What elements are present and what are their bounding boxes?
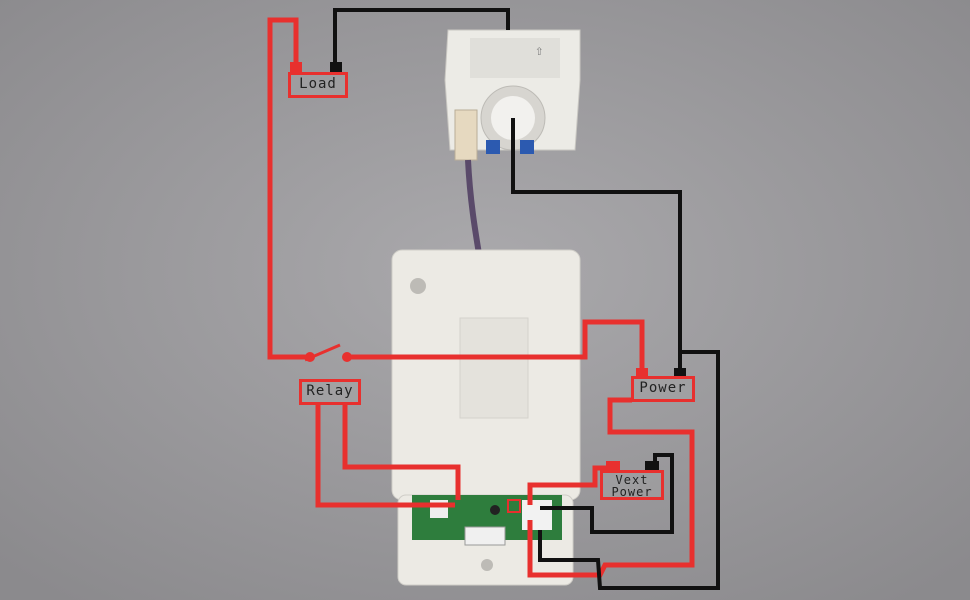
wire-switch-to-power <box>347 319 645 375</box>
neutral-wires <box>333 8 720 590</box>
wire-vext-to-board-n <box>540 453 674 534</box>
arrow-up-icon: ⇧ <box>535 43 543 59</box>
wire-relay-a <box>315 405 455 508</box>
vext-label-line1: Vext <box>615 473 649 487</box>
load-label: Load <box>288 72 348 98</box>
wire-load-to-switch <box>267 17 310 360</box>
vext-terminal <box>606 461 620 471</box>
relay-label: Relay <box>299 379 361 405</box>
power-terminal <box>674 368 686 378</box>
live-wires <box>267 17 695 578</box>
jumper-marker <box>507 499 521 513</box>
wire-relay-b <box>342 405 461 500</box>
power-terminal <box>636 368 648 378</box>
load-terminal <box>330 62 342 72</box>
switch-contact <box>305 352 315 362</box>
wire-sensor-to-power <box>511 118 682 375</box>
current-sensor: ⇧ <box>444 29 581 161</box>
vext-power-label: Vext Power <box>600 470 664 500</box>
wire-vext-to-board <box>527 465 610 505</box>
wire-load-to-sensor <box>333 8 510 70</box>
wire-power-to-board <box>527 397 695 578</box>
load-terminal <box>290 62 302 72</box>
vext-label-line2: Power <box>611 485 653 499</box>
wire-power-to-board-n <box>538 350 720 590</box>
vext-terminal <box>645 461 659 471</box>
power-label: Power <box>631 376 695 402</box>
switch-contact <box>342 352 352 362</box>
